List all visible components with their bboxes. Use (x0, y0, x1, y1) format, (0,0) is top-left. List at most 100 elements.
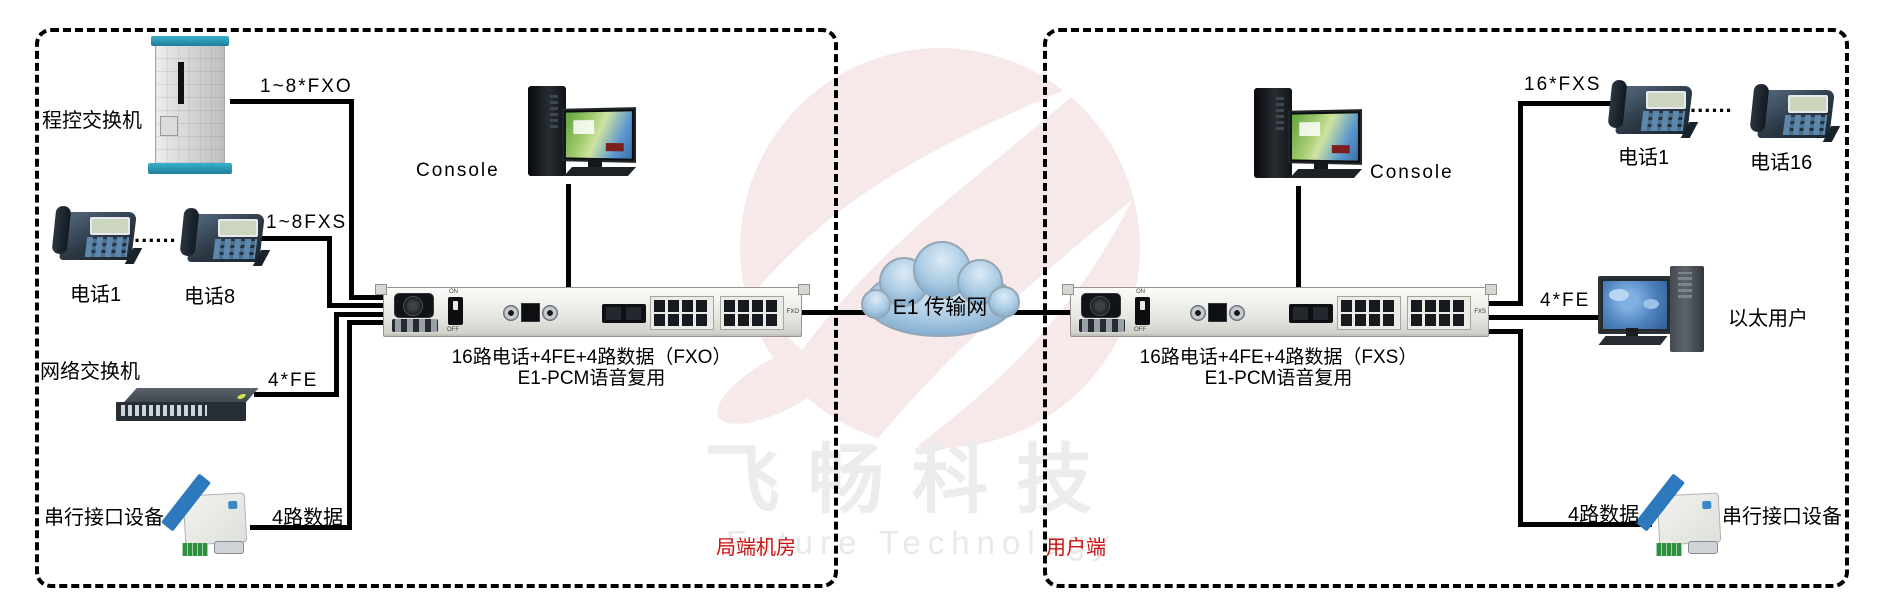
lan-switch-icon (116, 384, 259, 428)
power-switch (1135, 297, 1150, 325)
ellipsis-dots-left: ...... (134, 222, 177, 247)
rack-ear (1485, 284, 1497, 295)
port-tag: FXS (1474, 309, 1486, 315)
power-on-label: ON (1136, 289, 1145, 295)
fe-line-h1 (254, 392, 339, 397)
bnc-rx-connector (503, 305, 519, 321)
zone-box-central-office (35, 28, 838, 588)
pc-keyboard (563, 167, 637, 176)
phone-keypad (1782, 115, 1828, 135)
pc-screen (1291, 113, 1358, 161)
rack-ear (375, 284, 387, 295)
mux-title-left: 16路电话+4FE+4路数据（FXO） (451, 347, 732, 368)
cloud-label: E1 传输网 (893, 296, 988, 319)
fe-link-label-left: 4*FE (268, 370, 319, 391)
pc-monitor (562, 107, 637, 163)
switch-ports (121, 405, 207, 416)
fxs-line-h2 (327, 303, 393, 308)
power-off-label: OFF (447, 327, 459, 333)
serial-device-left (161, 473, 252, 556)
serial-db9-connector (1688, 541, 1718, 554)
serial-db9-connector (214, 541, 244, 554)
pbx-label: 程控交换机 (42, 110, 142, 132)
serial-device-right (1635, 473, 1726, 556)
pc-stand (588, 158, 602, 167)
pbx-cabinet-panel (160, 116, 178, 136)
fxo-line-v (349, 99, 354, 300)
ethernet-user-label: 以太用户 (1728, 308, 1808, 330)
pc-keyboard (1598, 336, 1668, 345)
phone-screen (1788, 95, 1828, 113)
phone-keypad (1640, 111, 1686, 131)
console-pc-right (1228, 88, 1363, 192)
watermark-cn-text: 飞畅科技 (704, 438, 1120, 523)
power-inlet (394, 293, 434, 318)
serial-terminal-block (182, 543, 208, 556)
serial-terminal-block (1656, 543, 1682, 556)
power-inlet-socket (1090, 296, 1110, 316)
bnc-tx-connector (542, 305, 558, 321)
fxs-line-v-right (1518, 101, 1523, 306)
fxs-link-label-right: 16*FXS (1524, 74, 1602, 95)
data-line-v (347, 320, 352, 530)
fxs-line-h1-right (1477, 301, 1523, 306)
phone1-label-right: 电话1 (1618, 147, 1670, 169)
ethernet-user-pc (1598, 266, 1726, 358)
e1-network-cloud: E1 传输网 (861, 241, 1020, 337)
power-inlet-socket (403, 296, 423, 316)
fxo-line-h2 (349, 295, 393, 300)
phone-screen (1646, 91, 1686, 109)
phone1-label-left: 电话1 (70, 284, 122, 306)
fxo-line-h1 (230, 99, 354, 104)
rj45-mgmt-port (521, 303, 540, 322)
console-line-left (566, 184, 571, 288)
ellipsis-dots-right: ...... (1690, 92, 1733, 117)
fxo-link-label: 1~8*FXO (260, 76, 353, 97)
power-inlet (1081, 293, 1121, 318)
fe-line-v (334, 312, 339, 397)
power-terminal-block (1079, 319, 1125, 332)
power-switch (448, 297, 463, 325)
switch-front-face (116, 402, 246, 421)
serial-logo (1702, 500, 1712, 510)
pbx-cabinet-top-cap (151, 36, 229, 46)
data-line-h2 (347, 320, 393, 325)
fxs-line-v (327, 236, 332, 308)
pc-monitor (1288, 109, 1363, 165)
mux-label-right: 16路电话+4FE+4路数据（FXS） E1-PCM语音复用 (1070, 347, 1487, 389)
rj45-dual-port-block (602, 304, 646, 323)
power-terminal-block (392, 319, 438, 332)
rack-ear (1062, 284, 1074, 295)
switch-top-face (123, 388, 259, 403)
fe-link-label-right: 4*FE (1540, 290, 1591, 311)
pc-screen (565, 111, 632, 159)
mux-subtitle-left: E1-PCM语音复用 (517, 368, 666, 389)
phone16-label-right: 电话16 (1750, 152, 1813, 174)
phone-keypad (84, 237, 130, 257)
fe-line-right (1477, 315, 1604, 320)
pc-stand (1314, 160, 1328, 169)
phone-keypad (212, 239, 258, 259)
ip-phone-1-right (1606, 76, 1699, 140)
fxs-link-label-left: 1~8FXS (266, 212, 348, 233)
lan-switch-label: 网络交换机 (40, 361, 140, 383)
bnc-tx-connector (1229, 305, 1245, 321)
rack-ear (798, 284, 810, 295)
console-line-right (1296, 186, 1301, 288)
data-line-h1 (250, 525, 352, 530)
data-line-h2-right (1518, 522, 1652, 527)
power-on-label: ON (449, 289, 458, 295)
pc-keyboard (1289, 169, 1363, 178)
pc-tower (1254, 88, 1292, 178)
phone-screen (90, 217, 130, 235)
fe-line-h2 (334, 312, 393, 317)
phone8-label-left: 电话8 (184, 286, 236, 308)
pc-stand (1626, 328, 1638, 336)
pc-screen (1603, 281, 1667, 329)
rj45-octal-port-block (650, 296, 714, 330)
phone-screen (218, 219, 258, 237)
console-pc-left (502, 86, 637, 190)
data-line-v-right (1518, 329, 1523, 527)
pc-tower (1670, 266, 1704, 352)
